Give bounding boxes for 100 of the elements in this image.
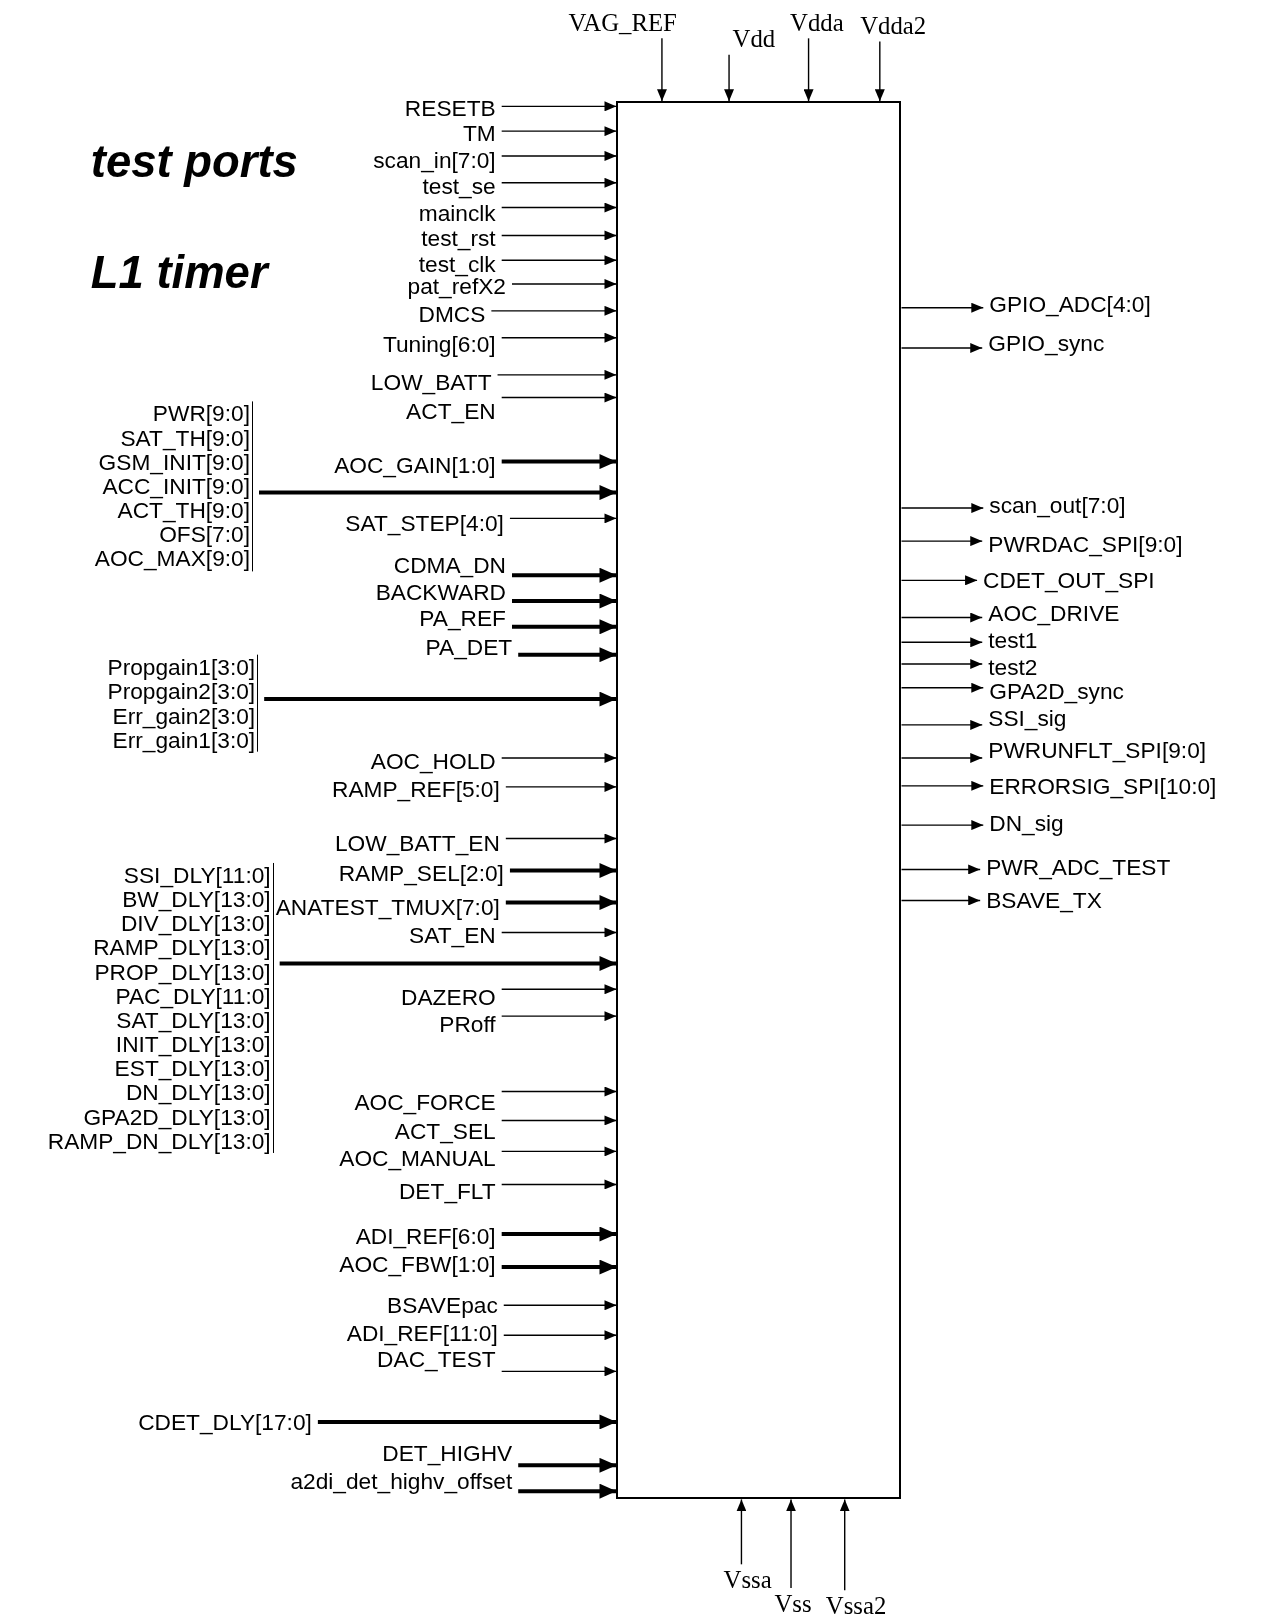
- arrow: [501, 927, 618, 938]
- signal-name: PWR_ADC_TEST: [986, 854, 1171, 880]
- signal-name: BW_DLY[13:0]: [121, 887, 271, 912]
- supply-pin-label: Vss: [774, 1590, 812, 1618]
- arrow: [503, 1300, 618, 1311]
- block-outline: [616, 101, 902, 1500]
- signal-name: DMCS: [418, 301, 486, 327]
- arrow: [518, 647, 617, 663]
- signal-name: ACT_EN: [406, 398, 496, 424]
- signal-name: AOC_GAIN[1:0]: [334, 452, 496, 478]
- signal-name: ACT_SEL: [394, 1118, 496, 1144]
- signal-name: SAT_TH[9:0]: [119, 425, 250, 451]
- signal-name: SSI_sig: [988, 705, 1067, 731]
- signal-name: test_rst: [421, 225, 496, 250]
- signal-name: GPA2D_DLY[13:0]: [82, 1104, 271, 1129]
- signal-name: Propgain2[3:0]: [107, 679, 256, 704]
- signal-name: ANATEST_TMUX[7:0]: [275, 894, 500, 920]
- signal-name: ACT_TH[9:0]: [117, 498, 250, 523]
- signal-name: AOC_MAX[9:0]: [94, 546, 250, 571]
- arrow: [900, 575, 978, 586]
- arrow: [900, 719, 983, 730]
- signal-name: EST_DLY[13:0]: [113, 1056, 271, 1081]
- arrow: [501, 177, 618, 188]
- supply-pin-label: VAG_REF: [568, 9, 677, 37]
- arrow: [900, 659, 983, 669]
- signal-name: GPA2D_sync: [989, 678, 1124, 704]
- section-heading: L1 timer: [90, 247, 268, 298]
- arrow: [490, 305, 618, 316]
- arrow: [501, 332, 618, 343]
- arrow: [900, 780, 984, 791]
- arrow: [501, 255, 618, 266]
- signal-name: CDET_DLY[17:0]: [138, 1409, 312, 1435]
- arrow: [501, 1179, 618, 1190]
- signal-name: AOC_MANUAL: [339, 1145, 496, 1171]
- arrow: [839, 1498, 850, 1591]
- signal-name: ERRORSIG_SPI[10:0]: [989, 773, 1217, 799]
- section-heading: test ports: [90, 137, 298, 188]
- arrow: [501, 1011, 618, 1022]
- signal-name: AOC_DRIVE: [988, 600, 1120, 626]
- signal-name: SSI_DLY[11:0]: [122, 862, 271, 887]
- bus-bracket: [47, 862, 274, 1153]
- signal-name: DN_DLY[13:0]: [125, 1080, 271, 1105]
- arrow: [656, 37, 667, 102]
- signal-name: Tuning[6:0]: [382, 331, 496, 357]
- arrow: [501, 101, 618, 112]
- signal-name: BSAVE_TX: [986, 888, 1102, 913]
- arrow: [501, 126, 618, 137]
- supply-pin-label: Vdda2: [860, 12, 927, 40]
- arrow: [736, 1498, 747, 1566]
- arrow: [518, 1457, 617, 1473]
- signal-name: DET_FLT: [398, 1178, 496, 1204]
- arrow: [501, 984, 618, 995]
- signal-name: TM: [462, 120, 496, 146]
- arrow: [505, 781, 618, 792]
- signal-name: ADI_REF[11:0]: [346, 1320, 498, 1346]
- signal-name: GPIO_ADC[4:0]: [989, 291, 1151, 317]
- arrow: [900, 864, 981, 875]
- supply-pin-label: Vdd: [732, 25, 776, 53]
- signal-name: AOC_HOLD: [370, 748, 496, 774]
- bus-bracket: [94, 401, 253, 571]
- signal-name: RAMP_REF[5:0]: [332, 776, 500, 802]
- signal-name: PA_REF: [419, 605, 506, 630]
- signal-name: PRoff: [439, 1011, 496, 1037]
- signal-name: PWR[9:0]: [151, 401, 250, 426]
- signal-name: PWRUNFLT_SPI[9:0]: [988, 737, 1207, 763]
- arrow: [259, 485, 617, 501]
- arrow: [501, 752, 618, 763]
- signal-name: DAZERO: [401, 984, 496, 1009]
- arrow: [501, 202, 618, 213]
- signal-name: scan_in[7:0]: [373, 147, 496, 173]
- arrow: [512, 593, 617, 609]
- signal-name: scan_out[7:0]: [989, 492, 1126, 518]
- arrow: [512, 619, 617, 635]
- arrow: [900, 536, 983, 547]
- signal-name: GSM_INIT[9:0]: [97, 450, 250, 475]
- arrow: [509, 863, 617, 879]
- signal-name: SAT_EN: [409, 922, 496, 948]
- arrow: [900, 637, 983, 648]
- signal-name: DAC_TEST: [377, 1346, 496, 1372]
- supply-pin-label: Vssa: [723, 1566, 772, 1594]
- arrow: [505, 833, 618, 844]
- arrow: [501, 230, 618, 241]
- signal-name: AOC_FORCE: [354, 1089, 496, 1115]
- signal-name: GPIO_sync: [988, 330, 1105, 356]
- signal-name: DET_HIGHV: [382, 1440, 513, 1466]
- signal-name: test2: [988, 654, 1038, 680]
- arrow: [501, 1226, 617, 1242]
- signal-name: DN_sig: [989, 810, 1064, 836]
- arrow: [900, 752, 983, 763]
- signal-name: test_se: [422, 173, 496, 199]
- signal-name: AOC_FBW[1:0]: [339, 1251, 496, 1277]
- arrow: [279, 955, 617, 971]
- arrow: [724, 54, 735, 102]
- signal-name: OFS[7:0]: [159, 522, 250, 547]
- signal-name: PWRDAC_SPI[9:0]: [988, 531, 1183, 557]
- signal-name: RAMP_DLY[13:0]: [92, 935, 271, 960]
- arrow: [264, 691, 617, 707]
- arrow: [900, 612, 983, 623]
- supply-pin-label: Vssa2: [825, 1592, 887, 1619]
- signal-name: Propgain1[3:0]: [107, 654, 256, 680]
